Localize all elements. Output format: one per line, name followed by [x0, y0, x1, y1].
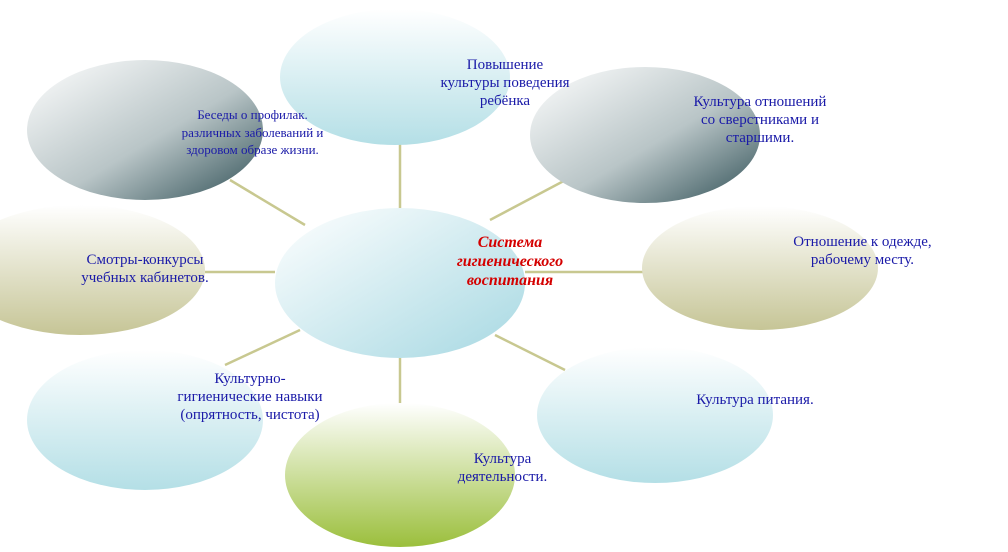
node-ellipse-prevention-talks: [27, 60, 263, 200]
node-label-prevention-talks: Беседы о профилак. различных заболеваний…: [181, 107, 324, 158]
node-ellipse-hygiene-skills: [27, 350, 263, 490]
node-label-contest-reviews: Смотры-конкурсы учебных кабинетов.: [81, 252, 209, 286]
node-ellipse-activity-culture: [285, 403, 515, 547]
center-ellipse: [275, 208, 525, 358]
node-label-activity-culture: Культура деятельности.: [457, 451, 548, 485]
node-label-hygiene-skills: Культурно- гигиенические навыки (опрятно…: [177, 371, 323, 423]
node-label-nutrition-culture: Культура питания.: [696, 392, 814, 408]
node-ellipse-relations-culture: [530, 67, 760, 203]
node-ellipse-nutrition-culture: [537, 347, 773, 483]
node-ellipse-clothing-workplace: [642, 206, 878, 330]
node-ellipse-behavior-culture: [280, 9, 510, 145]
connector-lines: [205, 140, 645, 410]
connector-top-left: [229, 178, 306, 227]
node-label-clothing-workplace: Отношение к одежде, рабочему месту.: [793, 234, 932, 268]
node-ellipse-contest-reviews: [0, 205, 205, 335]
node-label-behavior-culture: Повышение культуры поведения ребёнка: [440, 57, 570, 109]
center-label: Система гигиенического воспитания: [456, 234, 564, 290]
connector-top-right: [489, 173, 576, 222]
connector-bottom-right: [494, 333, 566, 372]
node-label-relations-culture: Культура отношений со сверстниками и ста…: [693, 94, 827, 146]
connector-bottom-left: [224, 328, 301, 367]
